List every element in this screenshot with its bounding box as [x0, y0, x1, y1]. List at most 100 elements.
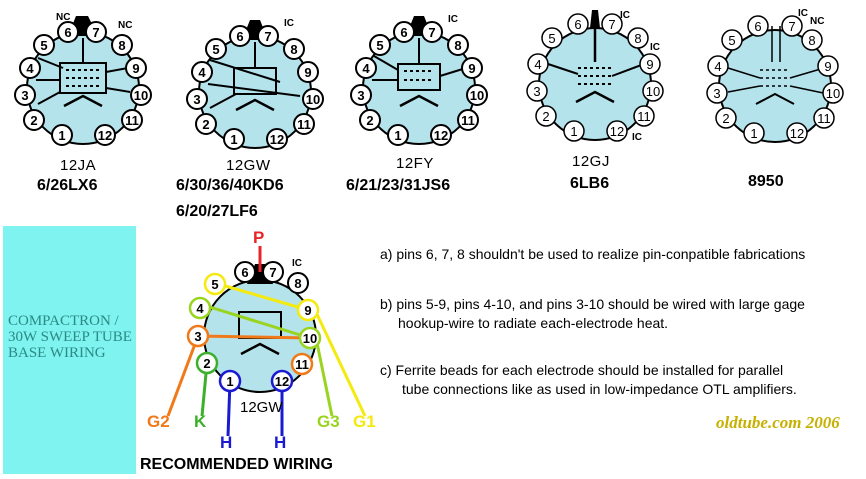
- svg-text:2: 2: [366, 113, 373, 128]
- nc-label: NC: [810, 16, 824, 27]
- side-panel: [3, 226, 136, 474]
- svg-text:11: 11: [637, 109, 651, 124]
- svg-text:9: 9: [646, 57, 653, 72]
- pin-circles: 1 2 3 4 5 6 7 8 9 10 11 12: [14, 21, 152, 146]
- recommended-wiring-diagram: 1 2 3 4 5 6 7 8 9 10 11 12 IC 12GW: [140, 226, 380, 458]
- nc-label: NC: [56, 12, 70, 23]
- svg-text:6: 6: [236, 29, 243, 44]
- svg-text:9: 9: [132, 61, 139, 76]
- svg-text:12: 12: [434, 128, 448, 143]
- svg-text:1: 1: [230, 132, 237, 147]
- svg-text:1: 1: [58, 128, 65, 143]
- tube-code-label: 12JA: [60, 157, 97, 174]
- svg-text:5: 5: [548, 31, 555, 46]
- tube-code-label: 12GW: [240, 399, 283, 416]
- site-credit: oldtube.com 2006: [716, 413, 840, 432]
- tube-diagram-12gw: 1 2 3 4 5 6 7 8 9 10 11 12 IC: [180, 12, 330, 162]
- wire-label-g2: G2: [147, 412, 170, 431]
- svg-text:5: 5: [728, 33, 735, 48]
- svg-text:9: 9: [304, 303, 311, 318]
- svg-text:3: 3: [21, 88, 28, 103]
- note-c-line1: c) Ferrite beads for each electrode shou…: [380, 362, 784, 378]
- svg-text:1: 1: [226, 374, 233, 389]
- wire-label-h: H: [274, 433, 287, 452]
- svg-text:4: 4: [534, 57, 541, 72]
- svg-text:6: 6: [754, 19, 761, 34]
- wire-label-h: H: [220, 433, 233, 452]
- svg-text:11: 11: [297, 117, 311, 132]
- svg-text:12: 12: [270, 132, 284, 147]
- ic-label: IC: [632, 132, 642, 143]
- ic-label: IC: [448, 14, 458, 25]
- svg-text:11: 11: [817, 111, 831, 126]
- svg-text:6: 6: [241, 265, 248, 280]
- svg-text:8: 8: [808, 33, 815, 48]
- svg-text:11: 11: [461, 113, 475, 128]
- svg-text:4: 4: [196, 301, 204, 316]
- svg-text:5: 5: [211, 277, 218, 292]
- tube-type-label: 6/26LX6: [37, 177, 98, 194]
- svg-text:8: 8: [454, 38, 461, 53]
- svg-text:10: 10: [303, 331, 317, 346]
- wire-label-g1: G1: [353, 412, 376, 431]
- svg-text:2: 2: [202, 117, 209, 132]
- svg-text:8: 8: [118, 38, 125, 53]
- svg-text:6: 6: [400, 25, 407, 40]
- tube-body: [362, 16, 476, 145]
- pin-circles: 1 2 3 4 5 6 7 8 9 10 11 12: [186, 261, 322, 393]
- tube-diagram-8950: 1 2 3 4 5 6 7 8 9 10 11 12 IC NC: [700, 6, 850, 156]
- svg-text:3: 3: [533, 84, 540, 99]
- pin-circles: 1 2 3 4 5 6 7 8 9 10 11 12: [186, 25, 324, 150]
- ic-label: IC: [284, 18, 294, 29]
- svg-text:12: 12: [275, 374, 289, 389]
- svg-text:3: 3: [193, 92, 200, 107]
- tube-type-label: 8950: [748, 173, 784, 190]
- note-c-line2: tube connections like as used in low-imp…: [402, 381, 797, 397]
- svg-text:7: 7: [92, 25, 99, 40]
- svg-text:8: 8: [294, 276, 301, 291]
- svg-text:2: 2: [722, 111, 729, 126]
- tube-diagram-12fy: 1 2 3 4 5 6 7 8 9 10 11 12 IC: [344, 8, 494, 158]
- tube-type-label: 6/20/27LF6: [176, 203, 258, 220]
- tube-type-label: 6/30/36/40KD6: [176, 177, 284, 194]
- svg-text:10: 10: [826, 86, 840, 101]
- ic-label: IC: [292, 258, 302, 269]
- pin-circles: 1 2 3 4 5 6 7 8 9 10 11 12: [350, 21, 488, 146]
- svg-text:4: 4: [362, 61, 370, 76]
- svg-text:5: 5: [212, 42, 219, 57]
- wire-label-g3: G3: [317, 412, 340, 431]
- svg-text:10: 10: [470, 88, 484, 103]
- svg-text:5: 5: [376, 38, 383, 53]
- tube-code-label: 12GW: [226, 157, 271, 174]
- nc-label: NC: [118, 20, 132, 31]
- svg-text:4: 4: [714, 59, 721, 74]
- svg-text:6: 6: [64, 25, 71, 40]
- pin-circles: 1 2 3 4 5 6 7 8 9 10 11 12: [526, 13, 664, 142]
- svg-text:1: 1: [394, 128, 401, 143]
- side-panel-text: COMPACTRON / 30W SWEEP TUBE BASE WIRING: [8, 313, 132, 361]
- svg-text:2: 2: [203, 356, 210, 371]
- wire-label-p: P: [253, 228, 265, 247]
- svg-text:11: 11: [125, 113, 139, 128]
- svg-text:7: 7: [788, 19, 795, 34]
- svg-text:9: 9: [304, 65, 311, 80]
- ic-label: IC: [650, 42, 660, 53]
- svg-text:8: 8: [634, 31, 641, 46]
- svg-text:1: 1: [750, 126, 757, 141]
- svg-text:6: 6: [574, 17, 581, 32]
- tube-code-label: 12FY: [396, 155, 434, 172]
- ic-label: IC: [620, 10, 630, 21]
- svg-text:7: 7: [269, 265, 276, 280]
- svg-text:11: 11: [295, 357, 309, 372]
- svg-text:10: 10: [134, 88, 148, 103]
- ic-label: IC: [798, 8, 808, 19]
- tube-code-label: 12GJ: [572, 153, 610, 170]
- svg-text:4: 4: [198, 65, 206, 80]
- svg-text:7: 7: [428, 25, 435, 40]
- note-b-line1: b) pins 5-9, pins 4-10, and pins 3-10 sh…: [380, 296, 805, 312]
- svg-text:7: 7: [264, 29, 271, 44]
- svg-text:2: 2: [30, 113, 37, 128]
- svg-text:12: 12: [98, 128, 112, 143]
- svg-text:9: 9: [468, 61, 475, 76]
- note-b-line2: hookup-wire to radiate each-electrode he…: [398, 315, 669, 331]
